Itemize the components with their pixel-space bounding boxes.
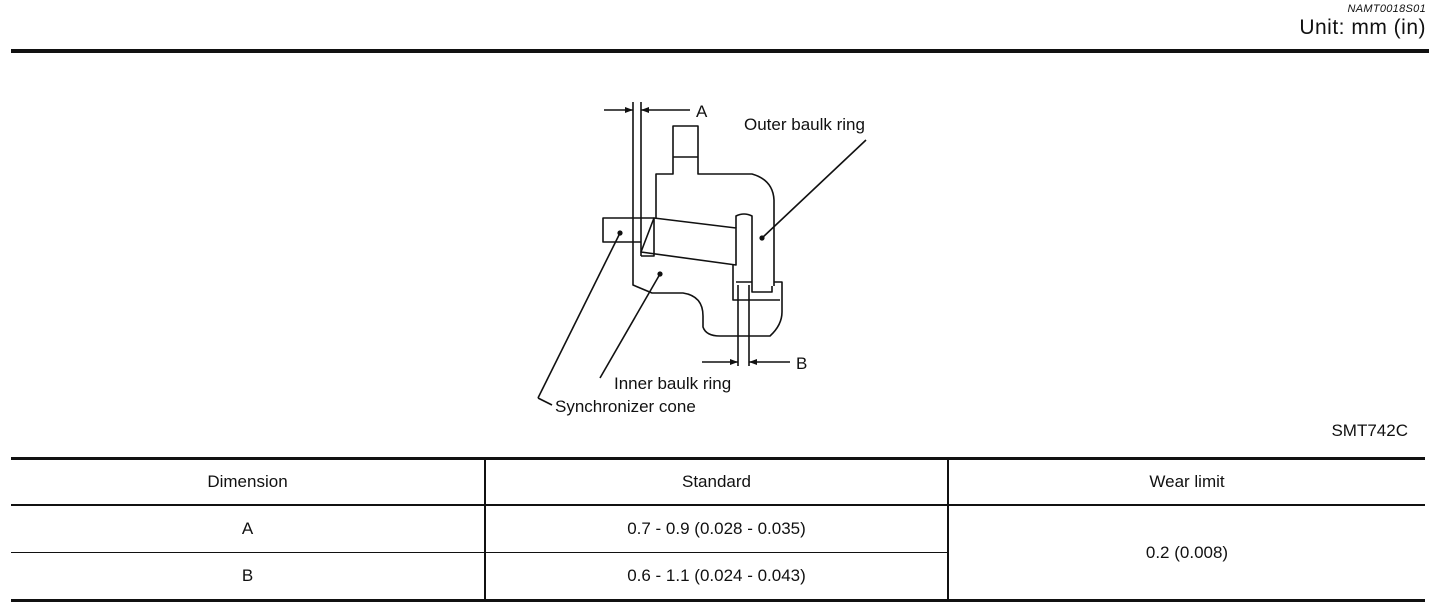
inner-baulk-ring-shape — [640, 217, 737, 266]
inner-baulk-ring-label: Inner baulk ring — [614, 374, 731, 393]
figure-code: SMT742C — [1331, 421, 1408, 440]
synchronizer-cone-label: Synchronizer cone — [555, 397, 696, 416]
header-dimension: Dimension — [11, 457, 485, 506]
header-standard: Standard — [484, 457, 948, 506]
dim-a-label: A — [696, 102, 708, 121]
cell-dimension: A — [11, 505, 485, 553]
cell-standard: 0.6 - 1.1 (0.024 - 0.043) — [484, 552, 948, 602]
synchronizer-cone-shape — [602, 217, 655, 257]
doc-code: NAMT0018S01 — [1347, 3, 1426, 15]
table-row: B 0.6 - 1.1 (0.024 - 0.043) — [11, 552, 1425, 602]
outer-baulk-ring-label: Outer baulk ring — [744, 115, 865, 134]
hub-body-shape — [632, 125, 783, 337]
table-row: A 0.7 - 0.9 (0.028 - 0.035) 0.2 (0.008) — [11, 505, 1425, 602]
unit-label: Unit: mm (in) — [1299, 16, 1426, 39]
leader-outer — [761, 139, 867, 239]
header-wear-limit: Wear limit — [947, 457, 1425, 506]
leader-inner — [599, 273, 661, 379]
baulk-ring-diagram: A B Outer baulk ring Inner baulk ring Sy… — [537, 102, 867, 416]
dim-b-label: B — [796, 354, 807, 373]
top-rule — [11, 49, 1429, 53]
cell-wear-limit: 0.2 (0.008) — [947, 505, 1425, 602]
ring-lower-detail — [732, 265, 780, 301]
outer-baulk-ring-shape — [735, 213, 773, 293]
spec-table: Dimension Standard Wear limit A 0.7 - 0.… — [11, 457, 1425, 602]
leader-cone — [537, 232, 621, 399]
cell-dimension: B — [11, 552, 485, 602]
cell-standard: 0.7 - 0.9 (0.028 - 0.035) — [484, 505, 948, 553]
table-header-row: Dimension Standard Wear limit — [11, 457, 1425, 506]
